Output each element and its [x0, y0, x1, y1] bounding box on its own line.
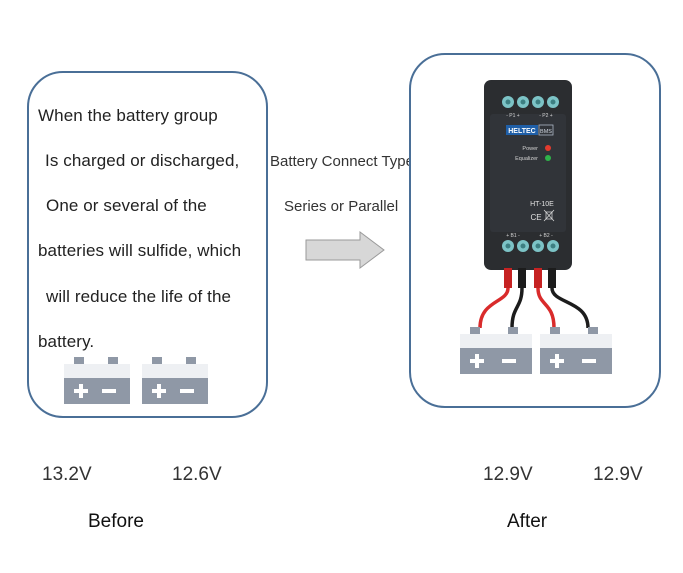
terminal-label-p1: - P1 +	[506, 113, 520, 119]
power-label: Power	[522, 146, 538, 152]
after-batteries	[460, 327, 612, 374]
description-line-2: Is charged or discharged,	[45, 151, 240, 170]
before-panel	[27, 71, 268, 418]
description-line-3: One or several of the	[46, 196, 207, 215]
equalizer-label: Equalizer	[515, 156, 538, 162]
brand-suffix: BMS	[540, 129, 552, 135]
series-parallel-label: Series or Parallel	[284, 198, 399, 215]
after-voltage-1: 12.9V	[483, 464, 533, 485]
description-line-4: batteries will sulfide, which	[38, 241, 242, 260]
recycle-bin-icon	[543, 209, 555, 222]
battery-icon	[142, 357, 208, 404]
equalizer-led-icon	[545, 155, 551, 161]
bottom-terminals	[502, 240, 559, 252]
wire-connectors	[504, 268, 556, 288]
battery-wires	[478, 268, 590, 329]
ce-mark: CE	[530, 213, 541, 222]
model-label: HT-10E	[530, 201, 554, 208]
battery-icon	[64, 357, 130, 404]
battery-icon	[540, 327, 612, 374]
description-line-1: When the battery group	[38, 106, 218, 125]
top-terminals	[502, 96, 559, 108]
description-line-5: will reduce the life of the	[46, 287, 232, 306]
terminal-label-p2: - P2 +	[539, 113, 553, 119]
connect-type-label: Battery Connect Type	[270, 153, 414, 170]
battery-icon	[460, 327, 532, 374]
arrow-right-icon	[305, 231, 385, 269]
before-voltage-2: 12.6V	[172, 464, 222, 485]
terminal-label-b1: + B1 -	[506, 233, 520, 239]
before-caption: Before	[88, 511, 144, 532]
brand-logo: HELTEC	[508, 128, 535, 135]
power-led-icon	[545, 145, 551, 151]
before-voltage-1: 13.2V	[42, 464, 92, 485]
terminal-label-b2: + B2 -	[539, 233, 553, 239]
after-voltage-2: 12.9V	[593, 464, 643, 485]
equalizer-device: - P1 + - P2 + HELTEC BMS Power Equalizer…	[484, 80, 572, 270]
before-batteries	[64, 357, 208, 404]
description-line-6: battery.	[38, 332, 95, 351]
after-caption: After	[507, 511, 548, 532]
